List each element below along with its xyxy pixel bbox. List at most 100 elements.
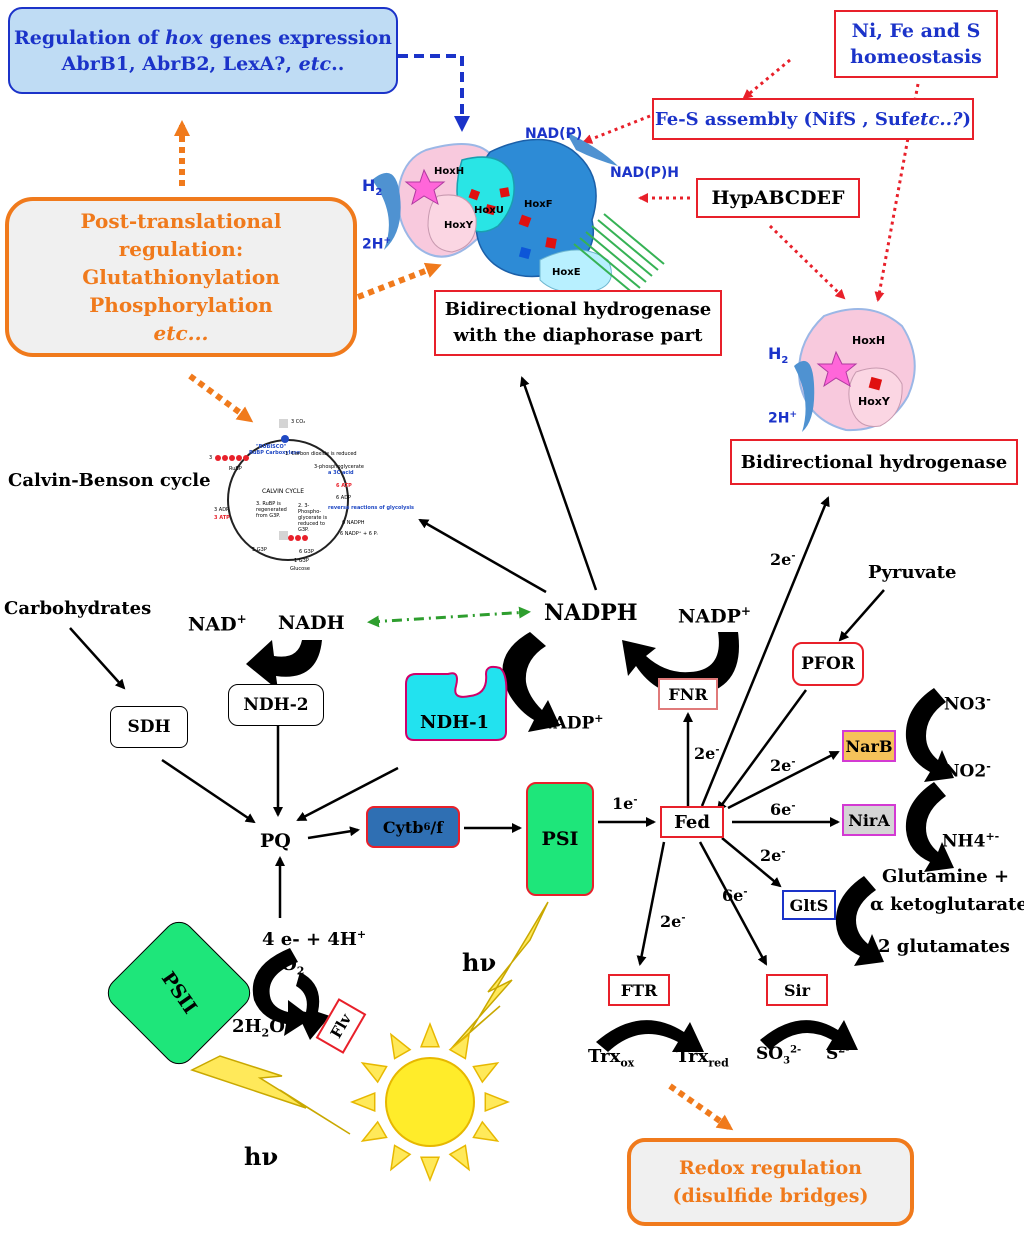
hyp-to-small-hox-arrow — [768, 224, 846, 300]
narb-box: NarB — [842, 730, 896, 762]
bidir-diaphorase-line1: Bidirectional hydrogenase — [444, 299, 712, 320]
calvin-rubisco: "RUBISCO" — [256, 444, 287, 450]
hox-nadph-label: NAD(P)H — [610, 165, 679, 181]
hoxe-label: HoxE — [552, 267, 581, 278]
hoxu-label: HoxU — [474, 205, 504, 216]
sir-curve-arrow — [760, 1020, 858, 1050]
nad-plus-label: NAD+ — [188, 612, 247, 636]
rubp-carbon-dot — [243, 455, 249, 461]
sun-ray — [472, 1120, 500, 1143]
g3p-carbon-dot — [302, 535, 308, 541]
nadph-to-hox-arrow — [519, 376, 598, 591]
calvin-atp3: 3 ATP — [214, 515, 230, 521]
nadph-label: NADPH — [544, 600, 638, 626]
fed-box: Fed — [660, 806, 724, 838]
calvin-g3p6: 6 G3P — [299, 549, 314, 555]
trx-ox-label: Trxox — [588, 1046, 635, 1070]
psii-label: PSII — [156, 967, 202, 1019]
bidir-hydrogenase-box: Bidirectional hydrogenase — [730, 439, 1018, 485]
post-translational-line3: Glutathionylation — [82, 265, 280, 289]
calvin-co2: 3 CO₂ — [291, 419, 306, 425]
calvin-rubp: RuBP — [229, 466, 242, 472]
e-label-sir: 6e- — [722, 886, 748, 905]
glts-box: GltS — [782, 890, 836, 920]
sdh-box: SDH — [110, 706, 188, 748]
fed-to-glts-arrow — [721, 837, 782, 888]
nifs-to-hox-arrow — [582, 114, 651, 144]
post-translational-box: Post-translational regulation: Glutathio… — [5, 197, 357, 357]
pfor-box: PFOR — [792, 642, 864, 686]
sun-ray — [484, 1091, 511, 1113]
nadh-nadph-exchange-arrow — [367, 606, 531, 628]
hox-complex-icon — [372, 132, 665, 295]
sun-ray — [448, 1144, 471, 1172]
so3-label: SO32- — [756, 1044, 802, 1067]
calvin-adp6: 6 ADP — [336, 495, 352, 501]
o2-curve-arrow — [296, 972, 330, 1040]
ftr-box: FTR — [608, 974, 670, 1006]
g3p-carbon-dot — [288, 535, 294, 541]
calvin-c3: a 3C acid — [328, 470, 354, 476]
fes-assembly-c: ) — [962, 108, 972, 130]
hox-regulation-text-a: Regulation of — [13, 26, 166, 49]
trx-red-label: Trxred — [676, 1046, 729, 1070]
lightning-psii-icon — [190, 1055, 351, 1135]
calvin-cycle-figure — [215, 419, 349, 561]
ni-fe-s-line1: Ni, Fe and S — [851, 20, 981, 42]
ndh2-curve-arrow — [246, 640, 322, 690]
calvin-s1: 1. Carbon dioxide is reduced — [285, 451, 357, 457]
glutamine-line1: Glutamine + — [882, 866, 1010, 887]
fed-to-sir-arrow — [698, 841, 768, 966]
calvin-rev: reverse reactions of glycolysis — [328, 505, 415, 511]
e-label-hyd: 2e- — [770, 550, 796, 569]
calvin-title: CALVIN CYCLE — [262, 488, 304, 495]
hox-regulation-arrow — [398, 54, 470, 132]
glutamine-line2: α ketoglutarate — [870, 894, 1024, 915]
nadp-plus-right-label: NADP+ — [678, 604, 751, 628]
carb-to-sdh-arrow — [69, 627, 126, 690]
hox-regulation-text-c: genes expression — [202, 26, 393, 49]
water-o2-label: +O2 — [266, 954, 305, 978]
calvin-g3p1: 1 G3P — [294, 558, 309, 564]
g3p-carbon-dot — [295, 535, 301, 541]
hoxf-label: HoxF — [524, 199, 553, 210]
hoxy-label: HoxY — [444, 220, 473, 231]
nh4-label: NH4+- — [942, 830, 1000, 852]
nadh-label: NADH — [278, 612, 345, 634]
e-label-ftr: 2e- — [660, 912, 686, 931]
hox-small-complex-icon — [794, 307, 916, 432]
rubp-carbon-dot — [222, 455, 228, 461]
rubp-carbon-dot — [215, 455, 221, 461]
no2-label: NO2- — [944, 760, 991, 782]
ftr-curve-arrow — [596, 1020, 704, 1052]
rubp-carbon-dot — [229, 455, 235, 461]
post-translational-line5: etc... — [153, 321, 209, 345]
water-curve-arrow — [252, 948, 312, 1036]
calvin-rubisco2: RuBP Carboxylase — [249, 450, 301, 456]
fes-assembly-a: Fe-S assembly (NifS , Suf — [654, 108, 909, 130]
calvin-glucose: Glucose — [290, 566, 310, 572]
hox-regulation-box: Regulation of hox genes expression AbrB1… — [8, 7, 398, 94]
hypabcdef-box: HypABCDEF — [696, 178, 860, 218]
ndh1-curve-arrow — [502, 632, 560, 732]
post-translational-line1: Post-translational — [80, 209, 282, 233]
sun-ray — [360, 1120, 388, 1143]
pyruvate-label: Pyruvate — [868, 562, 957, 583]
nife-to-fes-arrow — [742, 58, 791, 100]
calvin-nadp6: 6 NADP⁺ + 6 Pᵢ — [340, 531, 378, 537]
e-label-fnr: 2e- — [694, 744, 720, 763]
e-label-psi: 1e- — [612, 794, 638, 813]
calvin-atp6: 6 ATP — [336, 483, 352, 489]
bidir-diaphorase-box: Bidirectional hydrogenase with the diaph… — [434, 290, 722, 356]
sir-box: Sir — [766, 974, 828, 1006]
calvin-g3p5: 5 G3P — [252, 547, 267, 553]
water-e4-label: 4 e- + 4H+ — [262, 928, 367, 950]
lightning-psi-icon — [449, 901, 549, 1051]
psi-box: PSI — [526, 782, 594, 896]
s2-label: S2- — [826, 1044, 850, 1064]
calvin-benson-label: Calvin-Benson cycle — [8, 470, 211, 491]
posttrans-to-calvin-arrow — [188, 373, 254, 423]
